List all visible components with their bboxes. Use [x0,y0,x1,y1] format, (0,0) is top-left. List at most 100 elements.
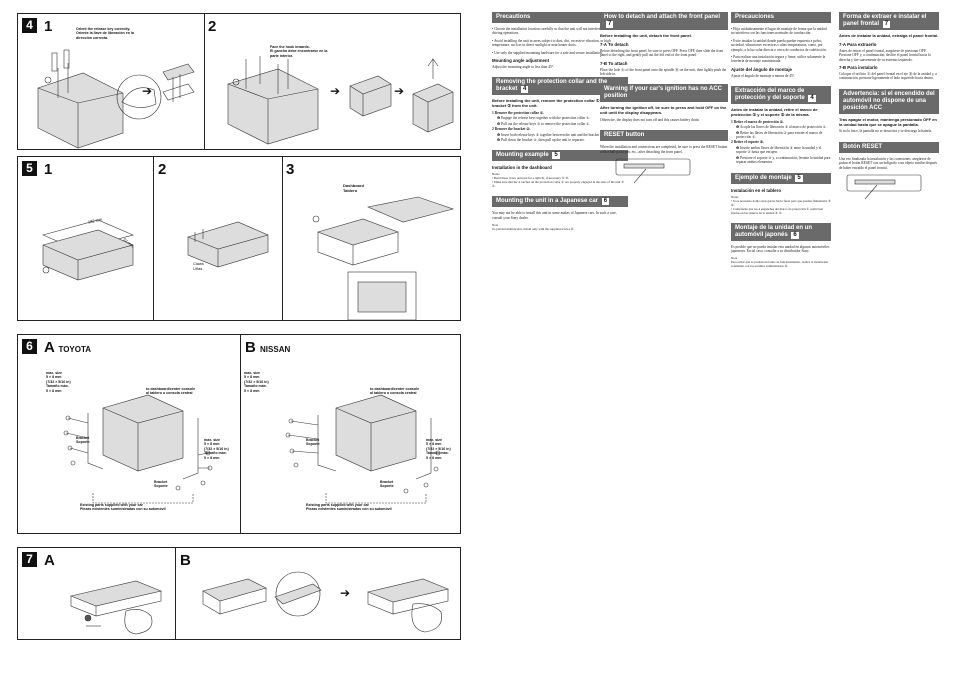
panel-step-5: 5 1 2 3 182 mm 53 mm Claws Uñas Dashboar… [17,156,461,321]
section-title: Mounting example [496,152,549,159]
nissan-heading: B NISSAN [245,339,290,356]
precaution-item: • Use only the supplied mounting hardwar… [492,50,603,55]
section-header: Advertencia: si el encendido del automóv… [839,88,939,114]
arrow-icon: ➔ [330,84,341,98]
divider [240,335,241,533]
release-key-note: Orient the release key correctly. Orient… [76,27,134,40]
hand-zoom-illustration [116,74,162,120]
section-header: Montaje de la unidad en un automóvil jap… [731,222,831,241]
subheading: 7-A Para extraerlo [839,41,877,47]
section-header: Forma de extraer e instalar el panel fro… [839,12,939,30]
notes: Notas • Si es necesario doble estas garr… [731,194,831,215]
mounting-illustration [312,196,455,321]
paragraph: Otherwise, the display does not turn off… [600,118,700,123]
precaution-item: • Choose the installation location caref… [492,27,619,36]
section-header: How to detach and attach the front panel… [600,12,728,30]
paragraph: Antes de instalar la unidad, extraiga el… [839,33,939,38]
step-item: 2 Remove the bracket ②. [492,127,531,132]
notes: Notes • Bend these claws outward for a t… [492,172,625,189]
step-item: ❷ Retire las llaves de liberación ③ para… [736,130,823,140]
nissan-label: NISSAN [260,345,291,354]
section-a-letter: A [44,552,55,569]
notes: Note To prevent malfunction, install onl… [492,223,575,232]
subheading: 7-B To attach [600,60,628,66]
panel-step-7: 7 A B ➔ [17,547,461,640]
step-item: 2 Retire el soporte ②. [731,140,764,145]
step-item: ❷ Presione el soporte ② y, a continuació… [736,155,831,165]
dashboard-label: Dashboard Tablero [343,183,364,193]
notes: Nota Para evitar que se produzcan fallos… [731,256,828,269]
section-a-letter: A [44,339,55,356]
step-5-sub-1: 1 [44,161,53,178]
section-header: Extracción del marco de protección y del… [731,86,831,105]
step-4-sub-2: 2 [208,18,217,35]
paragraph: After turning the ignition off, be sure … [600,105,727,116]
subheading: Installation in the dashboard [492,165,552,171]
reset-illustration [846,174,922,200]
claws-illustration [187,221,269,268]
bracket-label: Bracket Soporte [154,480,168,489]
figure-ref: 6 [791,231,799,239]
step-item: ❷ Pull down the bracket ②, then pull up … [497,138,585,143]
arrow-icon: ➔ [142,84,153,98]
max-size-label: max. size 5 × 8 mm (7/32 × 5/16 in) Tama… [204,438,229,460]
paragraph: Before installing the unit, remove the p… [492,98,615,109]
section-title: Removing the protection collar and the b… [496,79,608,93]
section-title: Ejemplo de montaje [735,174,792,181]
unit-lift-illustration [349,75,392,117]
step-5-sub-2: 2 [158,161,167,178]
figure-ref: 5 [552,152,560,160]
section-header: Ejemplo de montaje 5 [731,172,831,184]
dashboard-opening-illustration [42,219,134,281]
unit-illustration [202,578,267,615]
subheading: Instalación en el tablero [731,187,782,193]
section-header: Mounting example 5 [492,150,628,162]
bracket-label: Bracket Soporte [76,436,90,445]
section-title: Forma de extraer e instalar el panel fro… [843,14,927,27]
section-header: RESET button [600,130,728,142]
text-column-2: How to detach and attach the front panel… [600,12,728,190]
divider [204,14,205,149]
step-5-badge: 5 [22,161,37,176]
step-5-sub-3: 3 [286,161,295,178]
step-item: ❶ Acople las llaves de liberación ③ al m… [736,125,827,130]
text-column-3: Precauciones • Elija cuidadosamente el l… [731,12,831,271]
step-7-badge: 7 [22,552,37,567]
step-item: 1 Retire el marco de protección ①. [731,119,784,124]
paragraph: Before detaching the front panel, be sur… [600,48,724,58]
to-console-label: to dashboard/center console al tablero o… [146,387,196,396]
figure-ref: 7 [606,21,614,28]
text-column-4: Forma de extraer e instalar el panel fro… [839,12,939,206]
paragraph: Adjust the mounting angle to less than 4… [492,65,555,70]
reset-illustration [615,158,691,184]
subheading: 7-A To detach [600,41,629,47]
section-header: Warning if your car's ignition has no AC… [600,84,728,103]
paragraph: You may not be able to install this unit… [492,211,617,220]
attach-panel-illustration [274,571,322,617]
unit-separated-illustration [412,58,454,133]
subheading: Ajuste del ángulo de montaje [731,66,792,72]
paragraph: Una vez finalizada la instalación y las … [839,156,938,170]
paragraph: Antes de instalar la unidad, retire el m… [731,107,818,118]
paragraph: Ajuste el ángulo de montaje a menos de 4… [731,73,796,78]
step-item: 1 Remove the protection collar ①. [492,111,544,116]
detach-panel-illustration [69,580,163,635]
step-item: ❶ Insert both release keys ③ together be… [497,132,627,137]
step-4-sub-1: 1 [44,18,53,35]
push-panel-illustration [367,578,449,633]
section-title: Mounting the unit in a Japanese car [496,198,599,205]
section-title: How to detach and attach the front panel [604,14,721,20]
hook-note: Face the hook inwards. El gancho debe en… [270,45,328,58]
section-b-letter: B [245,339,256,356]
precaution-item: • Avoid installing the unit in areas sub… [492,38,611,48]
precaution-item: • Evite instalar la unidad donde pueda q… [731,38,827,52]
step-4-badge: 4 [22,18,37,33]
figure-ref: 7 [882,21,891,28]
figure-ref: 4 [808,95,816,103]
section-title: Extracción del marco de protección y del… [735,88,805,102]
subheading: Mounting angle adjustment [492,58,550,64]
paragraph: Tras apagar el motor, mantenga presionad… [839,116,937,127]
divider [282,157,283,320]
section-title: Montaje de la unidad en un automóvil jap… [735,224,813,238]
paragraph: Place the hole Ⓐ of the front panel onto… [600,67,727,77]
